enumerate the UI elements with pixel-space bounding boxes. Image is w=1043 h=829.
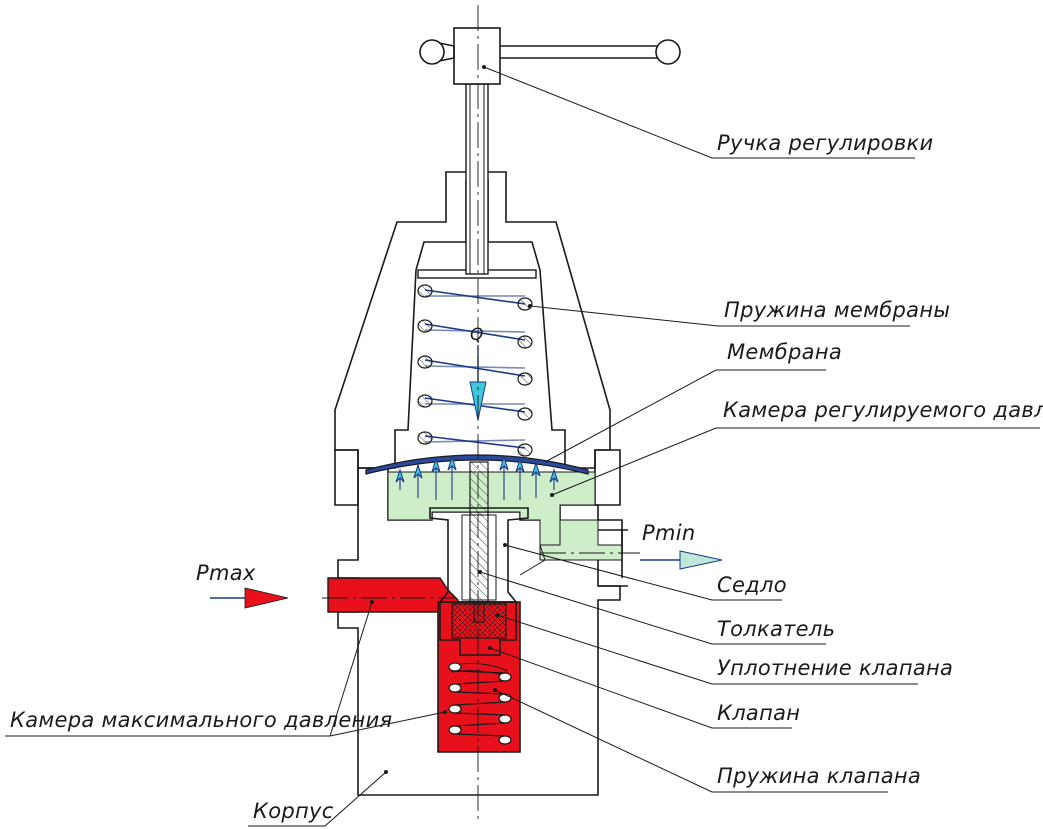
label-regulated-chamber: Камера регулируемого давления	[723, 398, 1043, 422]
membrane-spring	[417, 284, 533, 457]
label-body: Корпус	[253, 799, 334, 823]
valve-spring	[448, 662, 512, 745]
label-valve: Клапан	[717, 701, 800, 725]
pusher	[469, 461, 489, 623]
label-membrane: Мембрана	[727, 340, 842, 364]
label-seat: Седло	[717, 573, 787, 597]
flow-label-q: Q	[470, 325, 484, 345]
label-pusher: Толкатель	[717, 617, 835, 641]
label-pmin: Pmin	[642, 521, 695, 545]
adjusting-handle	[419, 27, 681, 85]
label-valve-seal: Уплотнение клапана	[717, 656, 953, 680]
label-valve-spring: Пружина клапана	[717, 764, 921, 788]
label-membrane-spring: Пружина мембраны	[724, 298, 950, 322]
callouts: Ручка регулировки Пружина мембраны Мембр…	[5, 65, 1043, 827]
label-handle: Ручка регулировки	[717, 131, 934, 155]
adjusting-stem	[465, 83, 489, 275]
pmax-arrow	[210, 587, 289, 609]
label-max-chamber: Камера максимального давления	[10, 708, 392, 732]
label-pmax: Pmax	[196, 561, 256, 585]
pmin-arrow	[640, 550, 723, 570]
membrane-pressure-arrows	[395, 455, 559, 500]
membrane	[365, 454, 589, 475]
